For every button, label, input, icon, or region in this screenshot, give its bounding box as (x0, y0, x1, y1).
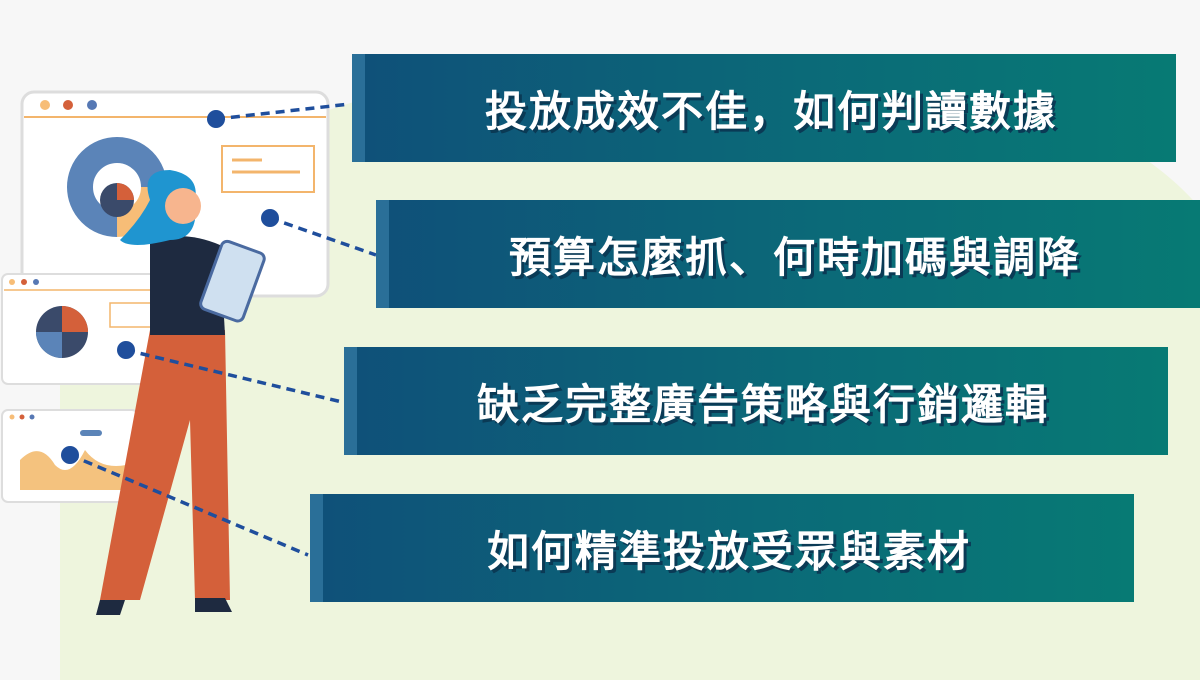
banner-label: 預算怎麼抓、何時加碼與調降 (508, 232, 1081, 282)
banner-label: 投放成效不佳，如何判讀數據 (484, 86, 1057, 136)
pain-point-banner-1: 投放成效不佳，如何判讀數據 (352, 54, 1176, 162)
banner-label: 缺乏完整廣告策略與行銷邏輯 (476, 379, 1049, 429)
connector-dot (61, 446, 79, 464)
connector-dot (261, 209, 279, 227)
banner-label: 如何精準投放受眾與素材 (486, 526, 971, 576)
medium-dashboard-window (1, 273, 167, 385)
pain-point-banner-2: 預算怎麼抓、何時加碼與調降 (376, 200, 1200, 308)
connector-dot (207, 110, 225, 128)
pain-point-banner-3: 缺乏完整廣告策略與行銷邏輯 (344, 347, 1168, 455)
woman-with-dashboards-illustration (1, 90, 377, 615)
connector-dot (117, 341, 135, 359)
woman-figure (96, 170, 266, 615)
connector-lines (69, 102, 377, 557)
pain-point-banner-4: 如何精準投放受眾與素材 (310, 494, 1134, 602)
